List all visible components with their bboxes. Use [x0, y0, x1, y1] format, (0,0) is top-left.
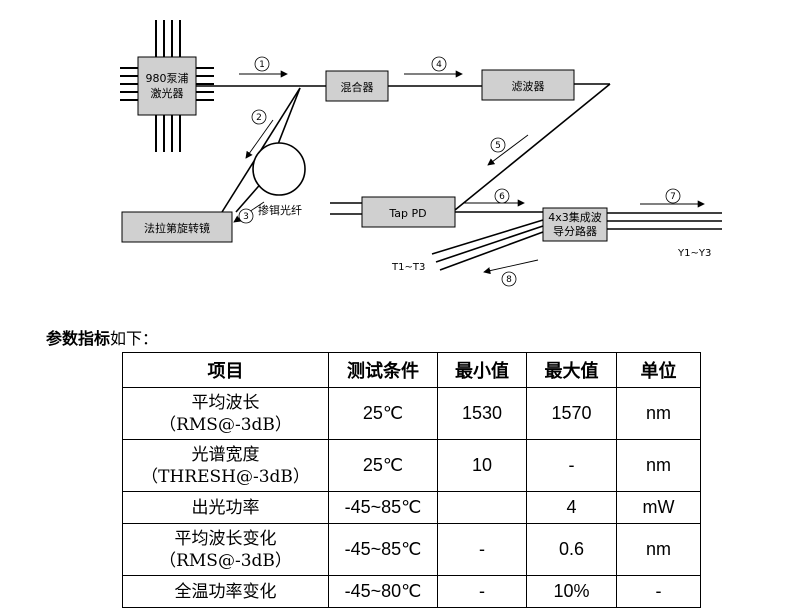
table-row: 光谱宽度（THRESH@-3dB） 25℃ 10 - nm	[122, 439, 701, 492]
erbium-fiber-coil	[252, 142, 306, 196]
item-name: 平均波长	[191, 392, 260, 413]
header-condition: 测试条件	[328, 352, 438, 388]
pump-laser-block: 980泵浦 激光器	[137, 56, 197, 116]
params-heading: 参数指标如下：	[46, 325, 158, 349]
step-marker-3: 3	[243, 212, 249, 222]
header-min: 最小值	[437, 352, 527, 388]
splitter-label-2: 导分路器	[553, 225, 597, 238]
y-ports-label: Y1~Y3	[677, 248, 711, 259]
cell-min	[437, 491, 527, 524]
table-row: 全温功率变化 -45~80℃ - 10% -	[122, 575, 701, 608]
pump-laser-label-1: 980泵浦	[146, 72, 189, 85]
step-marker-1: 1	[259, 60, 265, 70]
tap-pd-label: Tap PD	[388, 207, 426, 220]
cell-item: 平均波长（RMS@-3dB）	[122, 387, 329, 440]
spec-table-header-row: 项目 测试条件 最小值 最大值 单位	[122, 352, 701, 388]
params-heading-bold: 参数指标	[46, 329, 111, 348]
splitter-block: 4x3集成波 导分路器	[542, 207, 608, 242]
tap-pd-block: Tap PD	[361, 196, 456, 228]
cell-item: 光谱宽度（THRESH@-3dB）	[122, 439, 329, 492]
step-marker-2: 2	[256, 113, 262, 123]
step-marker-8: 8	[506, 275, 512, 285]
faraday-mirror-block: 法拉第旋转镜	[121, 211, 233, 243]
params-heading-rest: 如下：	[110, 329, 159, 348]
header-max: 最大值	[526, 352, 617, 388]
cell-min: 1530	[437, 387, 527, 440]
header-unit: 单位	[616, 352, 701, 388]
cell-min: 10	[437, 439, 527, 492]
cell-condition: -45~80℃	[328, 575, 438, 608]
mixer-label: 混合器	[341, 80, 374, 94]
header-item: 项目	[122, 352, 329, 388]
optical-path-diagram: 掺铒光纤 980泵浦 激光器 混合器 滤波器 法拉第旋转镜 Tap PD 4x3…	[120, 20, 722, 287]
cell-unit: nm	[616, 439, 701, 492]
fiber-lines	[196, 83, 722, 271]
step-marker-5: 5	[495, 141, 501, 151]
t-ports-label: T1~T3	[391, 262, 425, 273]
cell-max: -	[526, 439, 617, 492]
cell-max: 4	[526, 491, 617, 524]
step-marker-6: 6	[499, 192, 505, 202]
cell-condition: 25℃	[328, 387, 438, 440]
table-row: 出光功率 -45~85℃ 4 mW	[122, 491, 701, 524]
filter-label: 滤波器	[512, 80, 545, 93]
item-subtitle: （RMS@-3dB）	[159, 414, 292, 435]
spec-table: 项目 测试条件 最小值 最大值 单位 平均波长（RMS@-3dB） 25℃ 15…	[122, 352, 701, 608]
erbium-fiber-label: 掺铒光纤	[258, 203, 302, 217]
item-name: 光谱宽度	[191, 444, 260, 465]
table-row: 平均波长（RMS@-3dB） 25℃ 1530 1570 nm	[122, 387, 701, 440]
cell-max: 0.6	[526, 523, 617, 576]
cell-unit: nm	[616, 523, 701, 576]
cell-condition: -45~85℃	[328, 491, 438, 524]
item-subtitle: （RMS@-3dB）	[159, 550, 292, 571]
cell-item: 全温功率变化	[122, 575, 329, 608]
item-name: 出光功率	[191, 497, 260, 518]
cell-max: 1570	[526, 387, 617, 440]
cell-condition: 25℃	[328, 439, 438, 492]
item-name: 平均波长变化	[174, 528, 277, 549]
filter-block: 滤波器	[481, 69, 575, 101]
step-marker-4: 4	[436, 60, 442, 70]
cell-condition: -45~85℃	[328, 523, 438, 576]
cell-unit: mW	[616, 491, 701, 524]
cell-item: 平均波长变化（RMS@-3dB）	[122, 523, 329, 576]
item-subtitle: （THRESH@-3dB）	[141, 466, 310, 487]
item-name: 全温功率变化	[174, 581, 277, 602]
cell-unit: nm	[616, 387, 701, 440]
cell-min: -	[437, 523, 527, 576]
step-markers: 1 2 3 4 5 6 7 8	[238, 56, 681, 287]
step-marker-7: 7	[670, 192, 676, 202]
splitter-label-1: 4x3集成波	[548, 210, 602, 224]
table-row: 平均波长变化（RMS@-3dB） -45~85℃ - 0.6 nm	[122, 523, 701, 576]
cell-min: -	[437, 575, 527, 608]
mixer-block: 混合器	[325, 70, 389, 102]
cell-max: 10%	[526, 575, 617, 608]
faraday-mirror-label: 法拉第旋转镜	[144, 221, 210, 235]
cell-unit: -	[616, 575, 701, 608]
cell-item: 出光功率	[122, 491, 329, 524]
pump-laser-label-2: 激光器	[151, 86, 184, 100]
pump-laser-pins	[120, 20, 214, 152]
